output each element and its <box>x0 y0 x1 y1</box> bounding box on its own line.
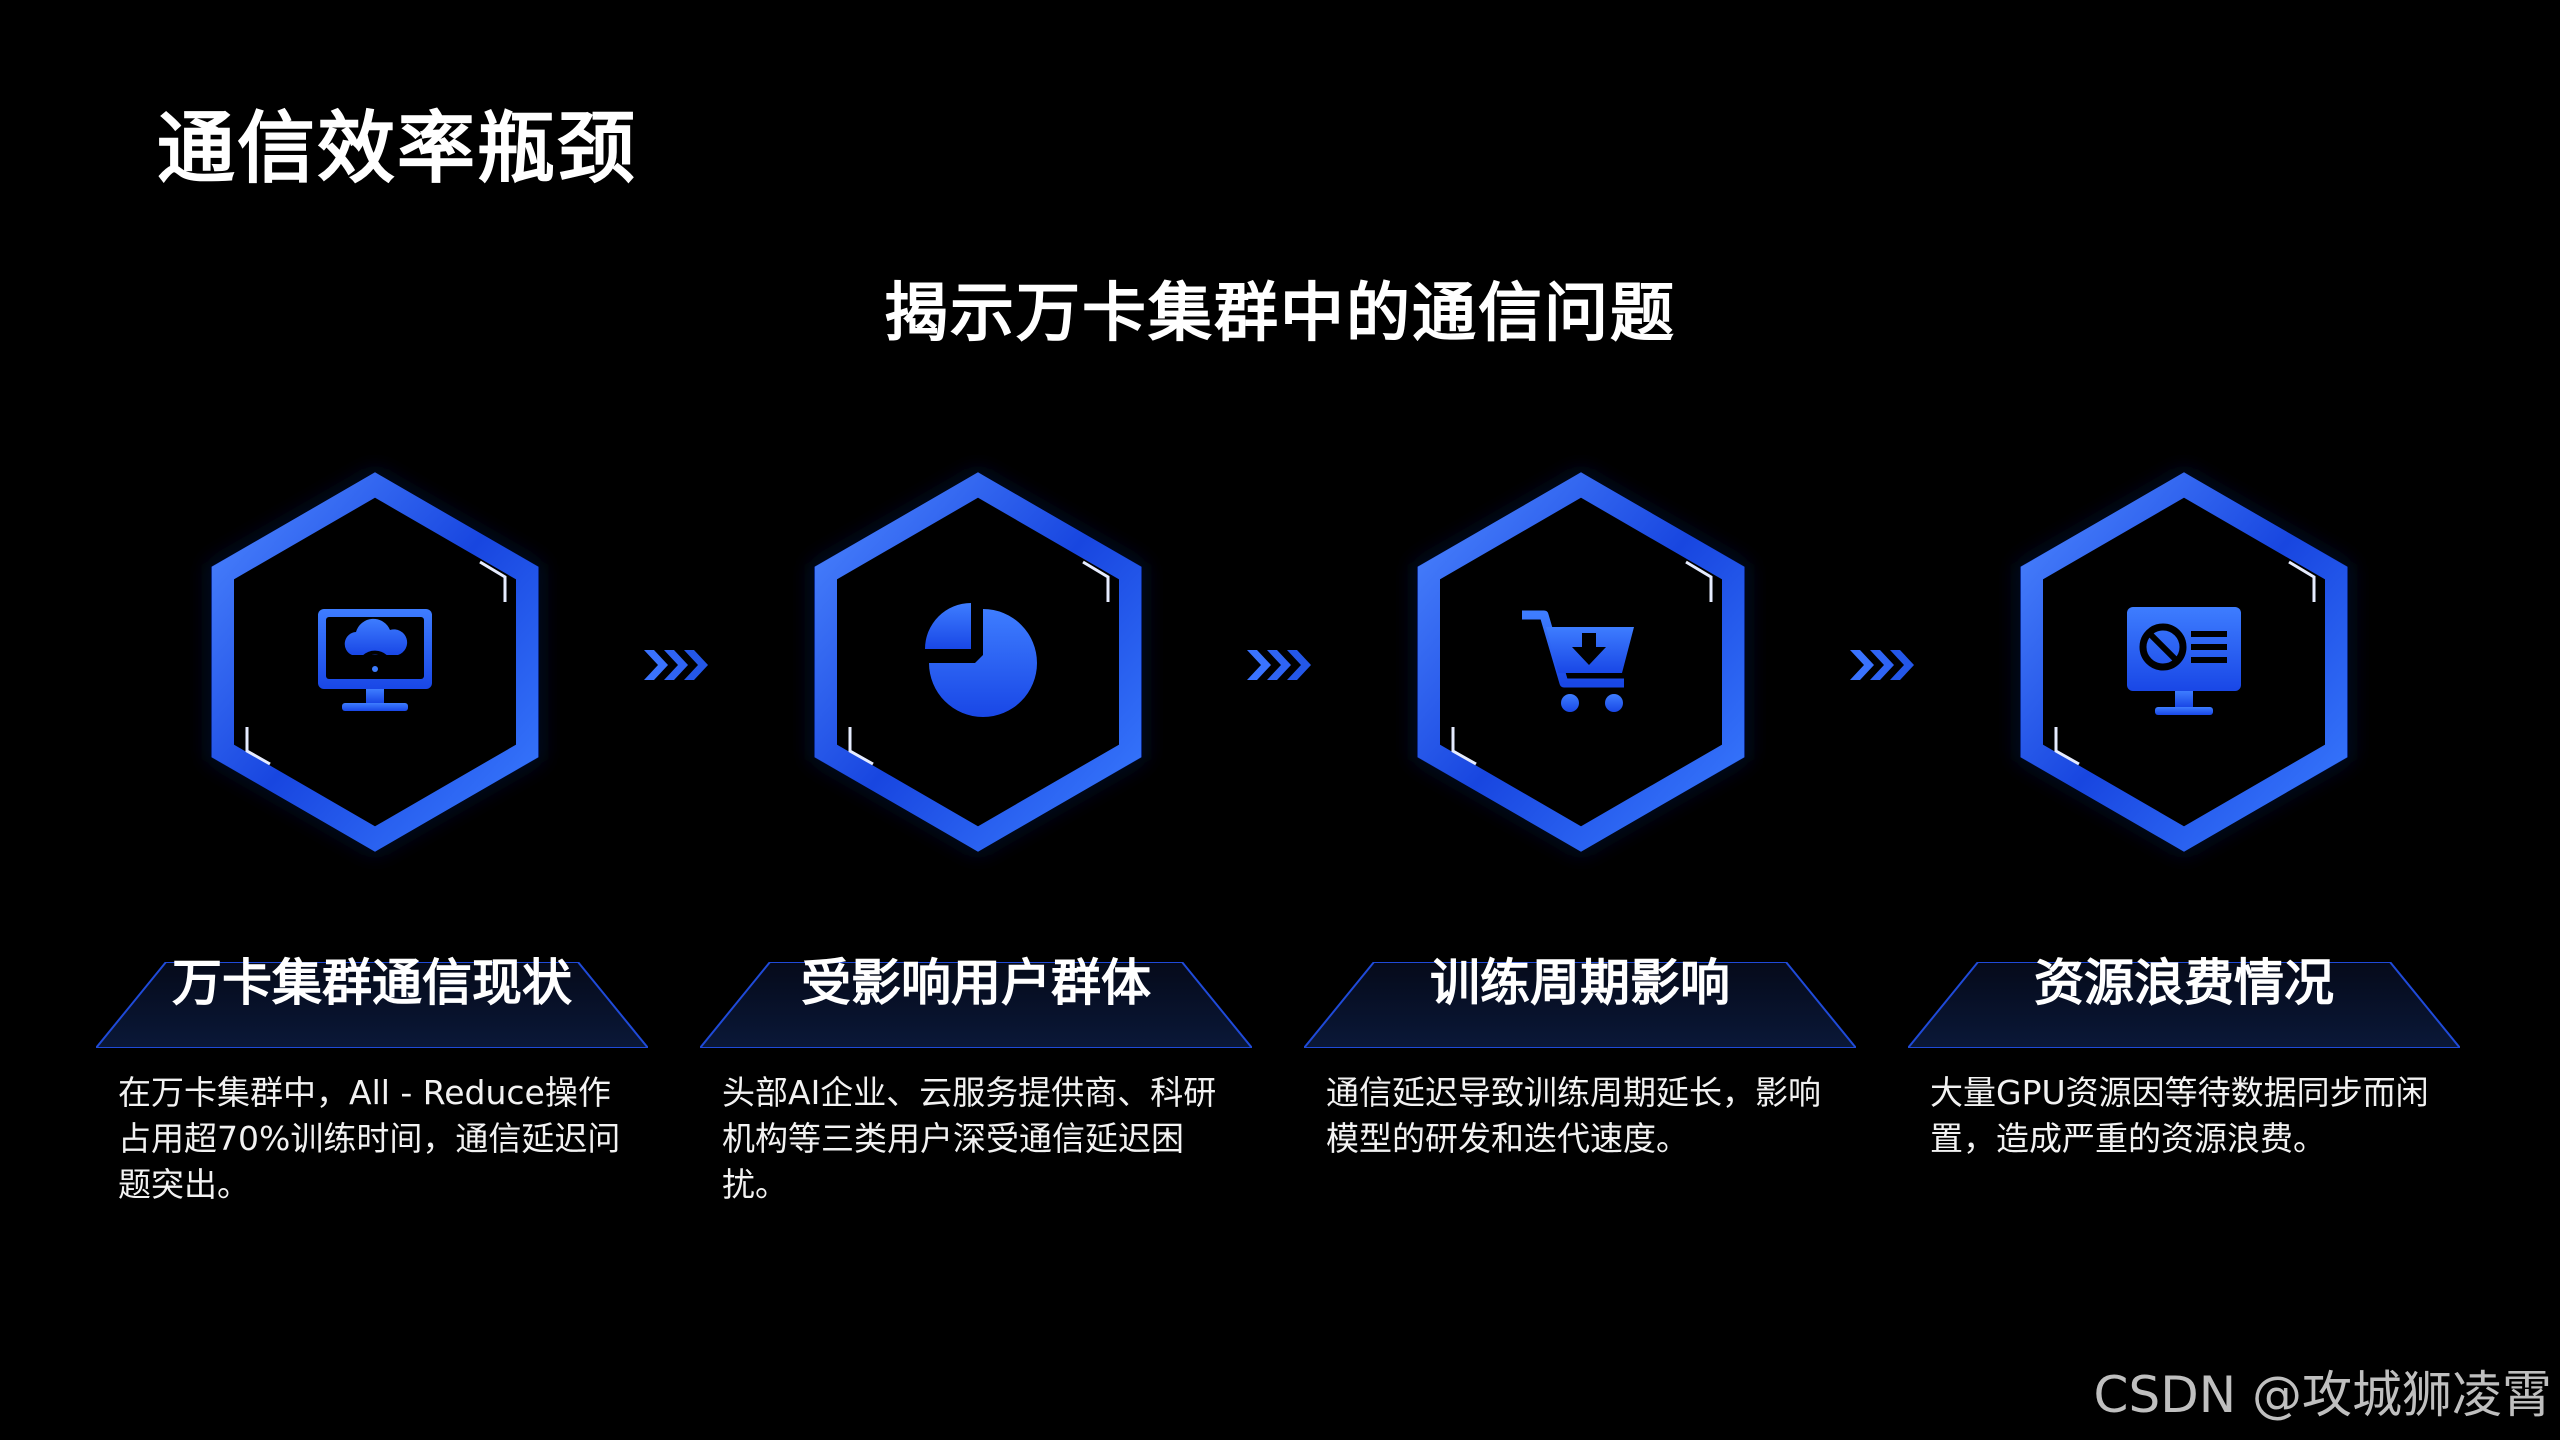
hexagon-step-3 <box>1411 467 1751 857</box>
card-title-4: 资源浪费情况 <box>2034 954 2334 1012</box>
card-description-4: 大量GPU资源因等待数据同步而闲置，造成严重的资源浪费。 <box>1930 1073 2429 1158</box>
card-plate-2 <box>700 962 1252 1048</box>
watermark: CSDN @攻城狮凌霄 <box>2093 1366 2552 1424</box>
chevron-arrows-icon <box>644 650 708 680</box>
hexagon-step-2 <box>808 467 1148 857</box>
card-plate-3 <box>1304 962 1856 1048</box>
card-title-1: 万卡集群通信现状 <box>172 954 572 1012</box>
slide-subtitle: 揭示万卡集群中的通信问题 <box>884 277 1676 351</box>
card-description-2: 头部AI企业、云服务提供商、科研机构等三类用户深受通信延迟困扰。 <box>722 1073 1217 1204</box>
pie-chart-icon <box>925 603 1037 717</box>
chevron-arrows-icon <box>1850 650 1914 680</box>
card-title-3: 训练周期影响 <box>1430 954 1730 1012</box>
dashboard-monitor-icon <box>2127 607 2241 715</box>
card-description-3: 通信延迟导致训练周期延长，影响模型的研发和迭代速度。 <box>1326 1073 1821 1158</box>
card-description-1: 在万卡集群中，All - Reduce操作占用超70%训练时间，通信延迟问题突出… <box>118 1073 621 1204</box>
cloud-monitor-icon <box>318 609 432 711</box>
card-title-2: 受影响用户群体 <box>801 954 1151 1012</box>
slide-title: 通信效率瓶颈 <box>157 104 638 194</box>
hexagon-step-4 <box>2014 467 2354 857</box>
chevron-arrows-icon <box>1247 650 1311 680</box>
shopping-cart-icon <box>1522 610 1634 712</box>
card-plate-1 <box>96 962 648 1048</box>
card-plate-4 <box>1908 962 2460 1048</box>
hexagon-step-1 <box>205 467 545 857</box>
